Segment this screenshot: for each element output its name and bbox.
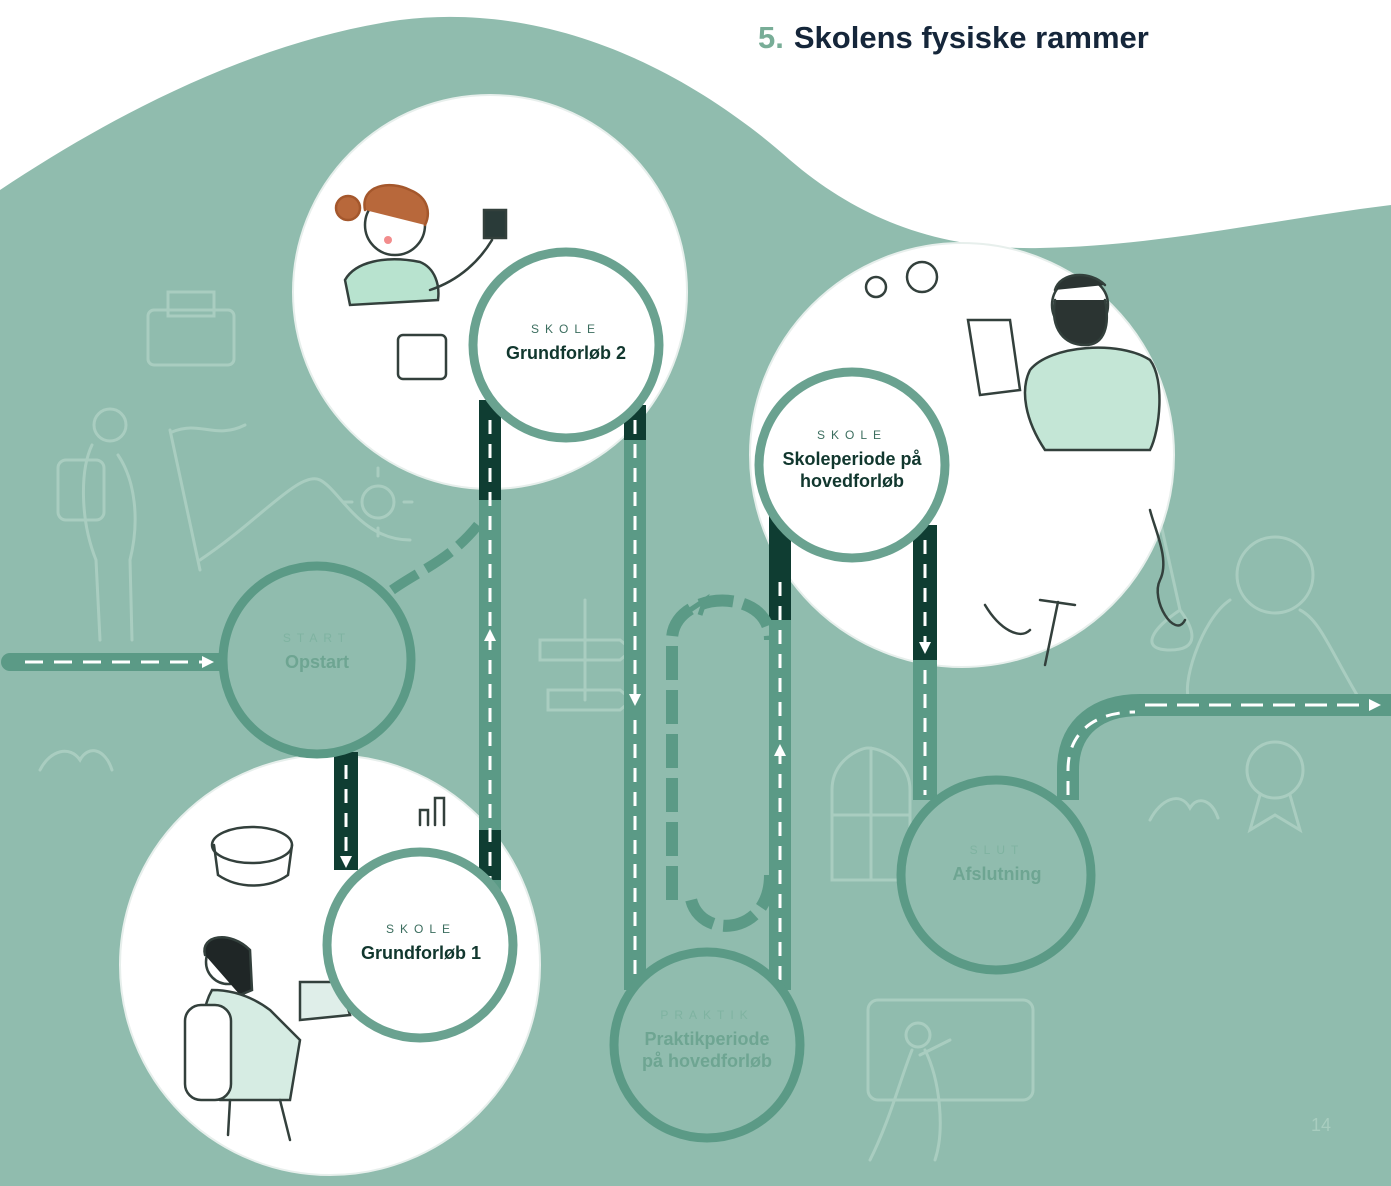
- node-name: Opstart: [284, 652, 350, 672]
- node-tag: SKOLE: [530, 322, 602, 336]
- node-grundforlob1: SKOLE Grundforløb 1: [361, 922, 481, 964]
- hiker-illustration: [56, 407, 247, 642]
- node-name: Grundforløb 2: [506, 343, 626, 363]
- mountain-lines: [198, 477, 412, 562]
- badge-illustration: [1245, 740, 1305, 834]
- node-ring-grundforlob1: [322, 847, 518, 1043]
- node-praktik: PRAKTIK Praktikperiode på hovedforløb: [632, 1008, 782, 1072]
- node-opstart: START Opstart: [283, 631, 351, 673]
- node-name: Praktikperiode på hovedforløb: [642, 1029, 772, 1071]
- node-tag: SKOLE: [385, 922, 457, 936]
- page-heading: 5. Skolens fysiske rammer: [758, 20, 1149, 56]
- node-ring-skoleperiode: [754, 367, 950, 563]
- background-doodles: [38, 290, 1363, 1162]
- heading-number: 5.: [758, 20, 784, 55]
- node-name: Afslutning: [952, 864, 1042, 884]
- manager-illustration: [864, 260, 1187, 667]
- page-number: 14: [1310, 1115, 1331, 1135]
- roads: [1, 400, 1391, 990]
- window-illustration: [830, 746, 912, 882]
- node-grundforlob2: SKOLE Grundforløb 2: [506, 322, 626, 364]
- node-tag: START: [282, 631, 352, 645]
- painter-illustration: [334, 183, 508, 381]
- node-ring-grundforlob2: [468, 247, 664, 443]
- node-ring-praktik: [609, 947, 805, 1143]
- node-ring-afslutning: [896, 775, 1096, 975]
- node-ring-opstart: [218, 561, 416, 759]
- node-name: Grundforløb 1: [361, 943, 481, 963]
- node-afslutning: SLUT Afslutning: [953, 843, 1042, 885]
- node-name: Skoleperiode på hovedforløb: [782, 449, 922, 491]
- node-rings: [218, 247, 1096, 1143]
- node-skoleperiode: SKOLE Skoleperiode på hovedforløb: [772, 428, 932, 492]
- sun-illustration: [342, 466, 414, 538]
- bush-doodle: [38, 749, 114, 772]
- node-tag: SKOLE: [816, 428, 888, 442]
- node-tag: PRAKTIK: [660, 1008, 754, 1022]
- node-tag: SLUT: [969, 843, 1025, 857]
- worker-illustration: [866, 998, 1035, 1162]
- bush-doodle-2: [1148, 797, 1220, 822]
- heading-title: Skolens fysiske rammer: [793, 20, 1149, 55]
- cash-register-illustration: [146, 290, 236, 367]
